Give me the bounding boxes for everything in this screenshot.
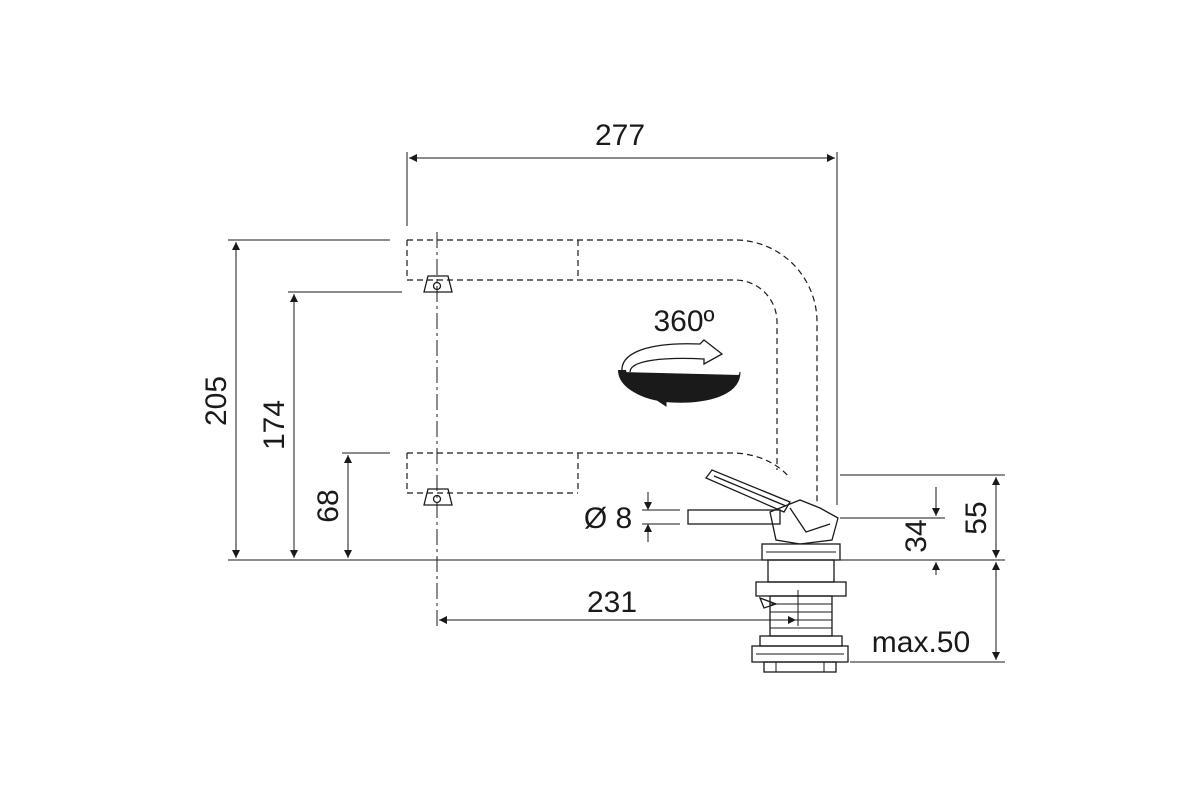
dimension-55-label: 55 (960, 501, 993, 534)
dimension-231: 231 (439, 586, 799, 626)
right-extension-lines (840, 474, 1005, 663)
dimension-34-label: 34 (900, 519, 933, 552)
dimension-205: 205 (200, 242, 240, 558)
dimension-205-label: 205 (200, 376, 233, 426)
rotation-360-label: 360º (653, 305, 714, 338)
dimension-277-label: 277 (595, 119, 645, 152)
dimension-34: 34 (900, 487, 940, 575)
spout-lower-position (406, 452, 791, 506)
dimension-174: 174 (258, 294, 298, 558)
dimension-max-50: max.50 (872, 562, 1000, 660)
diameter-8-label: Ø 8 (584, 502, 632, 535)
dimension-277: 277 (406, 119, 838, 505)
rotation-360-icon: 360º (618, 305, 741, 407)
dimension-55: 55 (960, 477, 1000, 558)
faucet-body (704, 469, 849, 673)
spout-upper-position (406, 239, 818, 505)
left-extension-lines (228, 239, 1005, 561)
dimension-174-label: 174 (258, 400, 291, 450)
dimension-68-label: 68 (312, 489, 345, 522)
dimension-68: 68 (312, 455, 352, 558)
dimension-max-50-label: max.50 (872, 626, 970, 659)
dimension-231-label: 231 (587, 586, 637, 619)
dimension-diameter-8: Ø 8 (584, 492, 781, 542)
